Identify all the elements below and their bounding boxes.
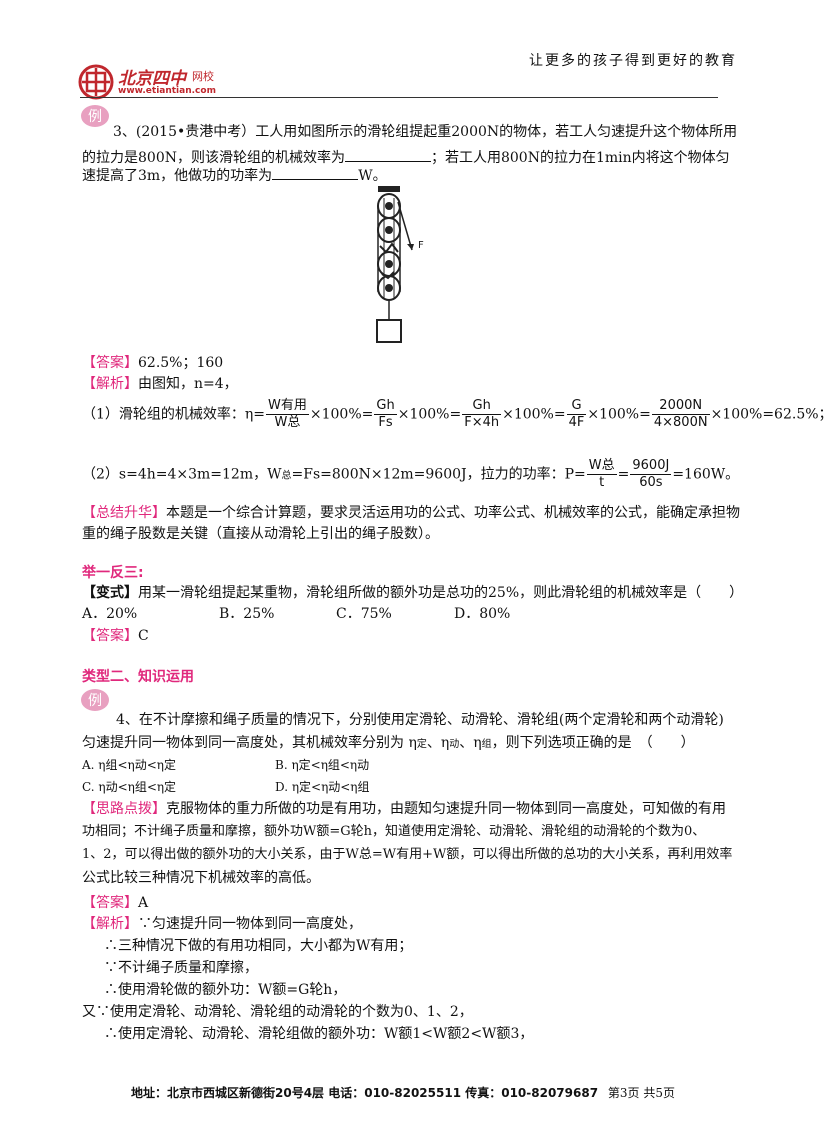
q4-analysis-line2: ∴三种情况下做的有用功相同，大小都为W有用；: [104, 938, 413, 954]
variant-answer: 【答案】C: [82, 628, 149, 644]
q4-option-c: C. η动<η组<η定: [82, 780, 177, 794]
q4-analysis-line3: ∵不计绳子质量和摩擦，: [104, 960, 258, 976]
force-label: F: [418, 240, 424, 251]
variant-option-b: B．25%: [219, 606, 275, 622]
logo-sub-text: 网校: [192, 70, 214, 83]
badge-text-2: 例: [88, 693, 102, 709]
type2-heading: 类型二、知识运用: [82, 669, 194, 685]
variant-question: 【变式】用某一滑轮组提起某重物，滑轮组所做的额外功是总功的25%，则此滑轮组的机…: [82, 585, 744, 601]
q3-blank1: [344, 147, 431, 162]
example-badge-icon-2: 例: [81, 689, 109, 711]
logo: 北京四中 网校 www.etiantian.com: [78, 62, 258, 104]
q3-power-formula: （2）s=4h=4×3m=12m，W总=Fs=800N×12m=9600J，拉力…: [82, 458, 740, 490]
q3-answer: 【答案】62.5%；160: [82, 355, 224, 371]
q4-option-a: A. η组<η动<η定: [82, 758, 176, 772]
q4-line2: 匀速提升同一物体到同一高度处，其机械效率分别为 η定、η动、η组，则下列选项正确…: [82, 735, 695, 751]
q3-summary-line2: 重的绳子股数是关键（直接从动滑轮上引出的绳子股数）。: [82, 526, 439, 542]
q4-analysis-line4: ∴使用滑轮做的额外功：W额=G轮h，: [104, 982, 347, 998]
variant-option-c: C．75%: [336, 606, 392, 622]
q3-line1: 3、(2015•贵港中考）工人用如图所示的滑轮组提起重2000N的物体，若工人匀…: [113, 124, 738, 140]
q3-line2: 的拉力是800N，则该滑轮组的机械效率为；若工人用800N的拉力在1min内将这…: [82, 147, 730, 168]
variant-option-d: D．80%: [454, 606, 511, 622]
q4-analysis-line6: ∴使用定滑轮、动滑轮、滑轮组做的额外功：W额1<W额2<W额3，: [104, 1026, 534, 1042]
footer-page: 第3页 共5页: [607, 1086, 675, 1100]
q4-option-d: D. η定<η动<η组: [275, 780, 370, 794]
q4-analysis-line5: 又∵使用定滑轮、动滑轮、滑轮组的动滑轮的个数为0、1、2，: [82, 1004, 473, 1020]
logo-emblem-icon: [78, 64, 114, 100]
q4-option-b: B. η定<η组<η动: [275, 758, 370, 772]
q4-hint-line2: 功相同；不计绳子质量和摩擦，额外功W额=G轮h，知道使用定滑轮、动滑轮、滑轮组的…: [82, 824, 706, 839]
logo-url: www.etiantian.com: [118, 86, 216, 96]
header-slogan: 让更多的孩子得到更好的教育: [529, 53, 737, 69]
q4-hint-line1: 【思路点拨】克服物体的重力所做的功是有用功，由题知匀速提升同一物体到同一高度处，…: [82, 801, 726, 817]
footer: 地址：北京市西城区新德街20号4层 电话：010-82025511 传真：010…: [131, 1084, 675, 1101]
q4-hint-line4: 公式比较三种情况下机械效率的高低。: [82, 870, 320, 886]
q4-line1: 4、在不计摩擦和绳子质量的情况下，分别使用定滑轮、动滑轮、滑轮组(两个定滑轮和两…: [116, 712, 724, 728]
header-rule: [80, 97, 718, 98]
example-badge-icon: 例: [81, 105, 109, 127]
q3-blank2: [272, 165, 359, 180]
q4-hint-line3: 1、2，可以得出做的额外功的大小关系，由于W总=W有用+W额，可以得出所做的总功…: [82, 847, 733, 862]
footer-address: 地址：北京市西城区新德街20号4层 电话：010-82025511 传真：010…: [131, 1086, 599, 1100]
q3-summary-line1: 【总结升华】本题是一个综合计算题，要求灵活运用功的公式、功率公式、机械效率的公式…: [82, 505, 740, 521]
badge-text: 例: [88, 109, 102, 125]
logo-main-text: 北京四中: [118, 69, 186, 89]
variant-heading: 举一反三:: [82, 565, 144, 581]
pulley-figure: F: [376, 186, 424, 343]
q4-answer: 【答案】A: [82, 895, 149, 911]
variant-option-a: A．20%: [82, 606, 138, 622]
q4-analysis-line1: 【解析】∵匀速提升同一物体到同一高度处，: [82, 916, 362, 932]
q3-analysis: 【解析】由图知，n=4，: [82, 376, 238, 392]
